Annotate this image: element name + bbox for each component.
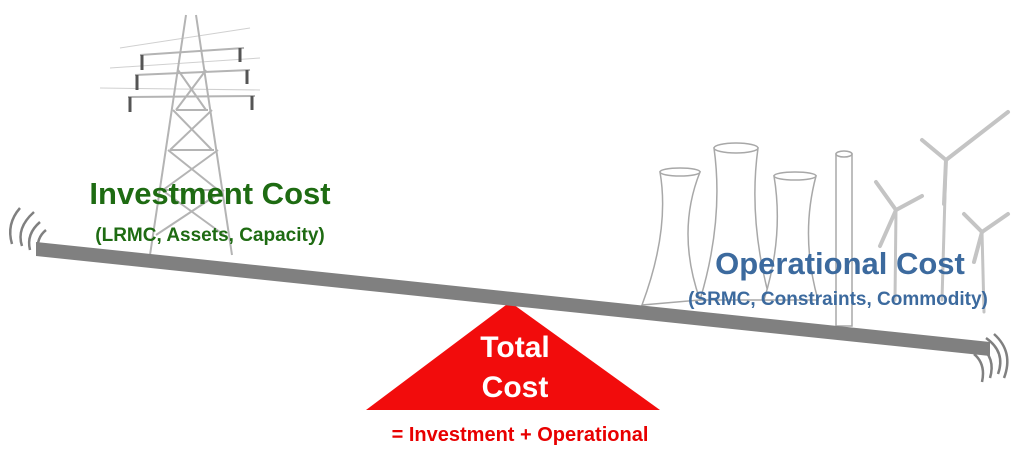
- total-cost-label-line2: Cost: [481, 371, 549, 404]
- operational-cost-subtitle: (SRMC, Constraints, Commodity): [688, 289, 988, 310]
- total-cost-formula: = Investment + Operational: [391, 424, 649, 446]
- chimney-icon: [835, 150, 853, 327]
- fulcrum-triangle: [366, 302, 660, 410]
- power-pylon-icon: [99, 14, 261, 256]
- investment-cost-subtitle: (LRMC, Assets, Capacity): [95, 225, 325, 246]
- total-cost-label-line1: Total: [480, 331, 550, 364]
- balance-beam: [36, 242, 990, 356]
- investment-cost-title: Investment Cost: [89, 176, 331, 211]
- operational-cost-title: Operational Cost: [715, 246, 965, 281]
- cooling-towers-icon: [640, 142, 819, 306]
- spring-icon: [9, 207, 47, 253]
- wind-turbine-icon: [874, 110, 1010, 314]
